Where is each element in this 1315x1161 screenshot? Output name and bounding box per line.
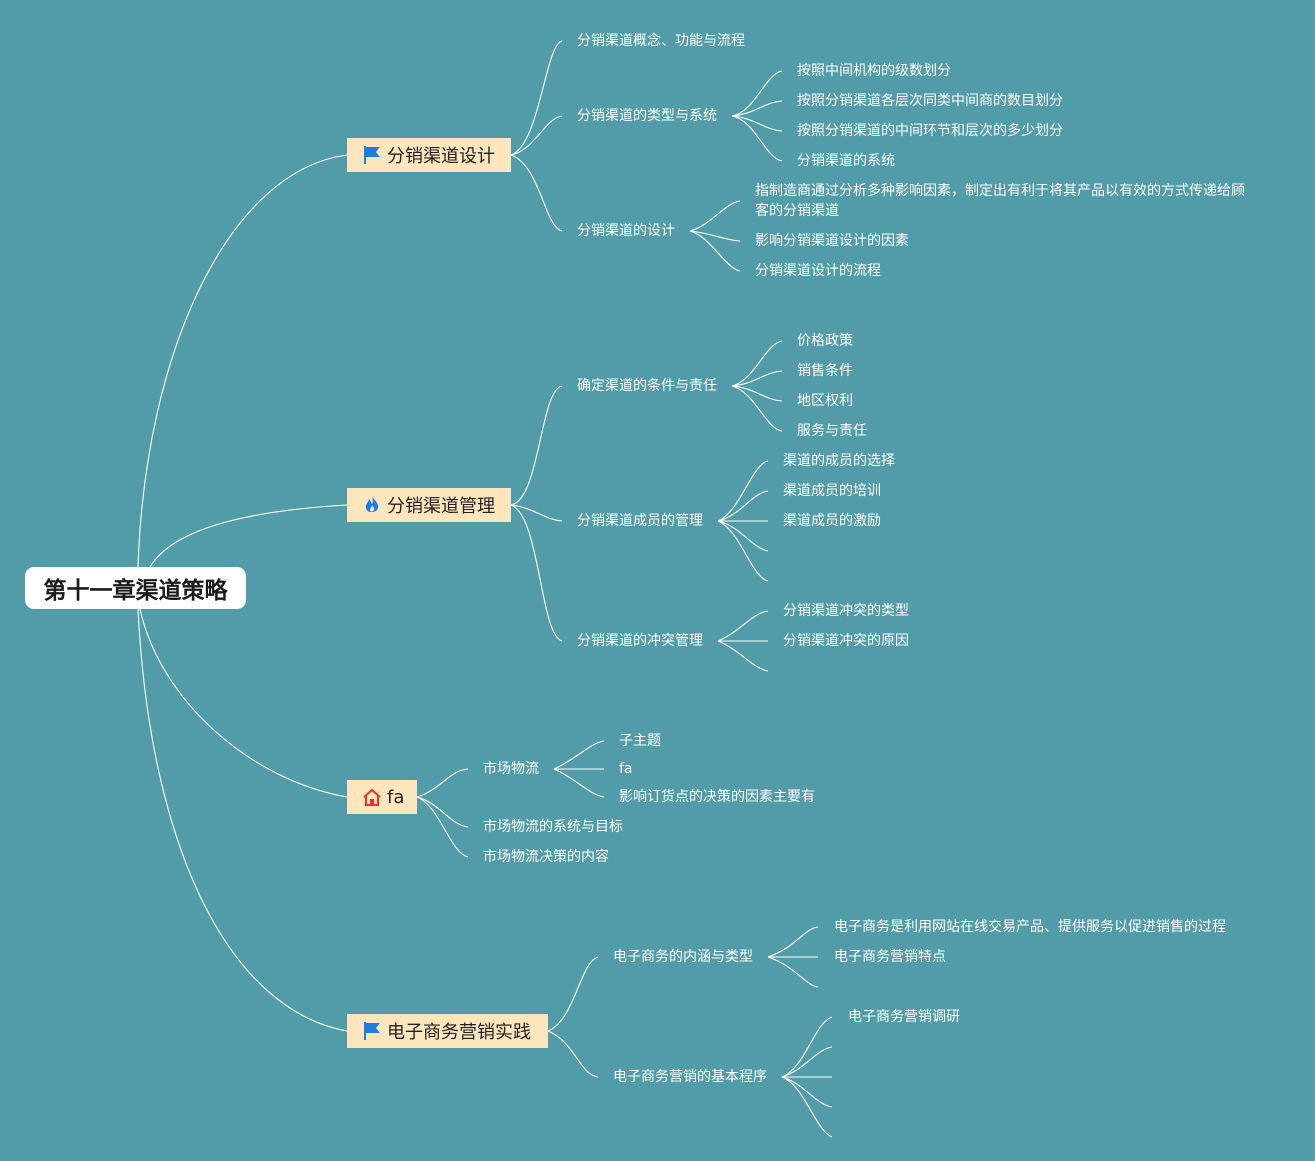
topic-logistics-system[interactable]: 市场物流的系统与目标 — [483, 819, 623, 835]
main-topic-design[interactable]: 分销渠道设计 — [347, 138, 511, 172]
subtopic-item[interactable]: 影响订货点的决策的因素主要有 — [619, 789, 815, 805]
subtopic-item[interactable]: 服务与责任 — [797, 423, 867, 439]
topic-design[interactable]: 分销渠道的设计 — [577, 223, 675, 239]
root-topic[interactable]: 第十一章渠道策略 — [25, 567, 246, 609]
fire-icon — [361, 494, 383, 516]
topic-concept[interactable]: 分销渠道概念、功能与流程 — [577, 33, 745, 49]
subtopic-item[interactable]: 分销渠道设计的流程 — [755, 263, 881, 279]
subtopic-item[interactable]: 影响分销渠道设计的因素 — [755, 233, 909, 249]
main-topic-label: 分销渠道管理 — [387, 496, 495, 517]
blue-flag-icon — [361, 144, 383, 166]
main-topic-logistics[interactable]: fa — [347, 780, 417, 814]
subtopic-item[interactable]: 子主题 — [619, 733, 661, 749]
topic-ecommerce-procedure[interactable]: 电子商务营销的基本程序 — [613, 1069, 767, 1085]
subtopic-item[interactable]: 电子商务营销特点 — [834, 949, 946, 965]
subtopic-item[interactable]: fa — [619, 761, 633, 777]
main-topic-label: 电子商务营销实践 — [387, 1022, 531, 1043]
topic-market-logistics[interactable]: 市场物流 — [483, 761, 539, 777]
subtopic-item[interactable]: 分销渠道冲突的类型 — [783, 603, 909, 619]
subtopic-item[interactable]: 价格政策 — [797, 333, 853, 349]
subtopic-item[interactable]: 分销渠道的系统 — [797, 153, 895, 169]
main-topic-ecommerce[interactable]: 电子商务营销实践 — [347, 1014, 548, 1048]
topic-conflict[interactable]: 分销渠道的冲突管理 — [577, 633, 703, 649]
main-topic-label: 分销渠道设计 — [387, 146, 495, 167]
subtopic-item[interactable]: 销售条件 — [797, 363, 853, 379]
subtopic-item[interactable]: 渠道成员的培训 — [783, 483, 881, 499]
main-topic-label: fa — [387, 786, 405, 808]
link-root-ecommerce — [137, 608, 348, 1032]
subtopic-item[interactable]: 渠道成员的激励 — [783, 513, 881, 529]
blue-flag-icon — [361, 1020, 383, 1042]
link-root-management — [149, 504, 348, 568]
subtopic-item[interactable]: 按照分销渠道的中间环节和层次的多少划分 — [797, 123, 1063, 139]
subtopic-item[interactable]: 电子商务营销调研 — [848, 1009, 960, 1025]
topic-ecommerce-meaning[interactable]: 电子商务的内涵与类型 — [613, 949, 753, 965]
house-icon — [361, 786, 383, 808]
topic-members[interactable]: 分销渠道成员的管理 — [577, 513, 703, 529]
subtopic-item[interactable]: 按照中间机构的级数划分 — [797, 63, 951, 79]
subtopic-item[interactable]: 电子商务是利用网站在线交易产品、提供服务以促进销售的过程 — [834, 919, 1226, 935]
subtopic-item[interactable]: 指制造商通过分析多种影响因素，制定出有利于将其产品以有效的方式传递给顾客的分销渠… — [755, 183, 1245, 219]
subtopic-item[interactable]: 分销渠道冲突的原因 — [783, 633, 909, 649]
link-root-logistics — [139, 608, 348, 798]
main-topic-management[interactable]: 分销渠道管理 — [347, 488, 511, 522]
topic-logistics-decision[interactable]: 市场物流决策的内容 — [483, 849, 609, 865]
topic-types[interactable]: 分销渠道的类型与系统 — [577, 108, 717, 124]
subtopic-item[interactable]: 渠道的成员的选择 — [783, 453, 895, 469]
subtopic-item[interactable]: 地区权利 — [797, 393, 853, 409]
link-root-design — [137, 154, 348, 568]
topic-conditions[interactable]: 确定渠道的条件与责任 — [577, 378, 717, 394]
subtopic-item[interactable]: 按照分销渠道各层次同类中间商的数目划分 — [797, 93, 1063, 109]
